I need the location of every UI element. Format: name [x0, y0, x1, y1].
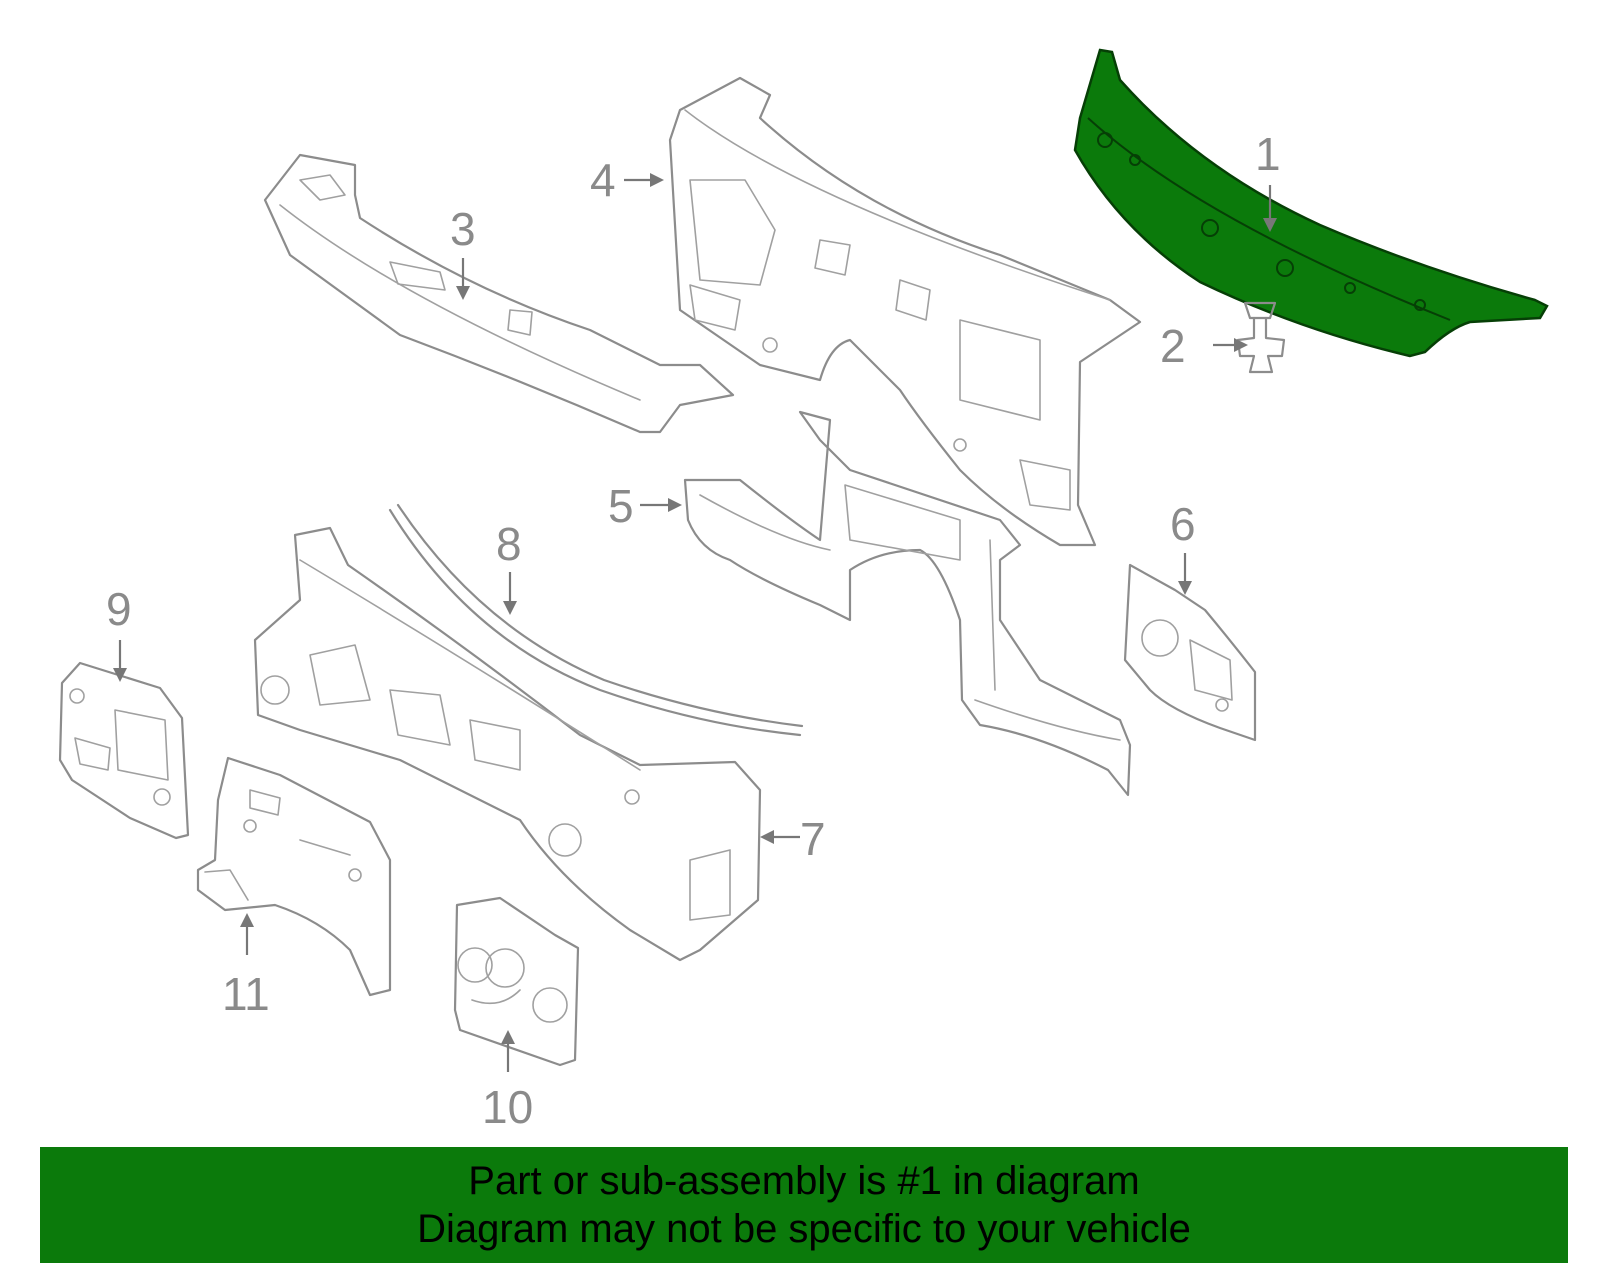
part-7-dash-lower: [253, 526, 762, 962]
callout-3: 3: [450, 203, 476, 255]
part-5-lower-member: [683, 410, 1132, 797]
part-8-weatherstrip: [388, 503, 804, 737]
callout-2: 2: [1160, 320, 1186, 372]
part-9-insulator: [58, 661, 190, 840]
callout-8: 8: [496, 518, 522, 570]
callout-1: 1: [1255, 128, 1281, 180]
callout-11: 11: [222, 968, 270, 1020]
part-1-ridge: [1087, 117, 1451, 321]
callout-6: 6: [1170, 498, 1196, 550]
callout-9: 9: [106, 583, 132, 635]
banner-line-2: Diagram may not be specific to your vehi…: [417, 1207, 1191, 1251]
part-11-trim: [196, 756, 392, 997]
leader-arrows: [113, 173, 1277, 1072]
part-6-insulator: [1123, 563, 1257, 742]
info-banner: Part or sub-assembly is #1 in diagram Di…: [40, 1147, 1568, 1263]
part-3-cowl-top: [263, 153, 735, 434]
banner-line-1: Part or sub-assembly is #1 in diagram: [468, 1159, 1140, 1203]
callout-4: 4: [590, 154, 616, 206]
part-1-shape: [1073, 48, 1549, 358]
part-10-insulator: [453, 896, 580, 1067]
callout-7: 7: [800, 813, 826, 865]
callout-5: 5: [608, 480, 634, 532]
callout-10: 10: [482, 1081, 533, 1133]
part-2-clip: [1236, 301, 1286, 374]
part-1-cowl-panel: [1073, 48, 1549, 358]
part-4-dash-panel: [668, 76, 1142, 547]
